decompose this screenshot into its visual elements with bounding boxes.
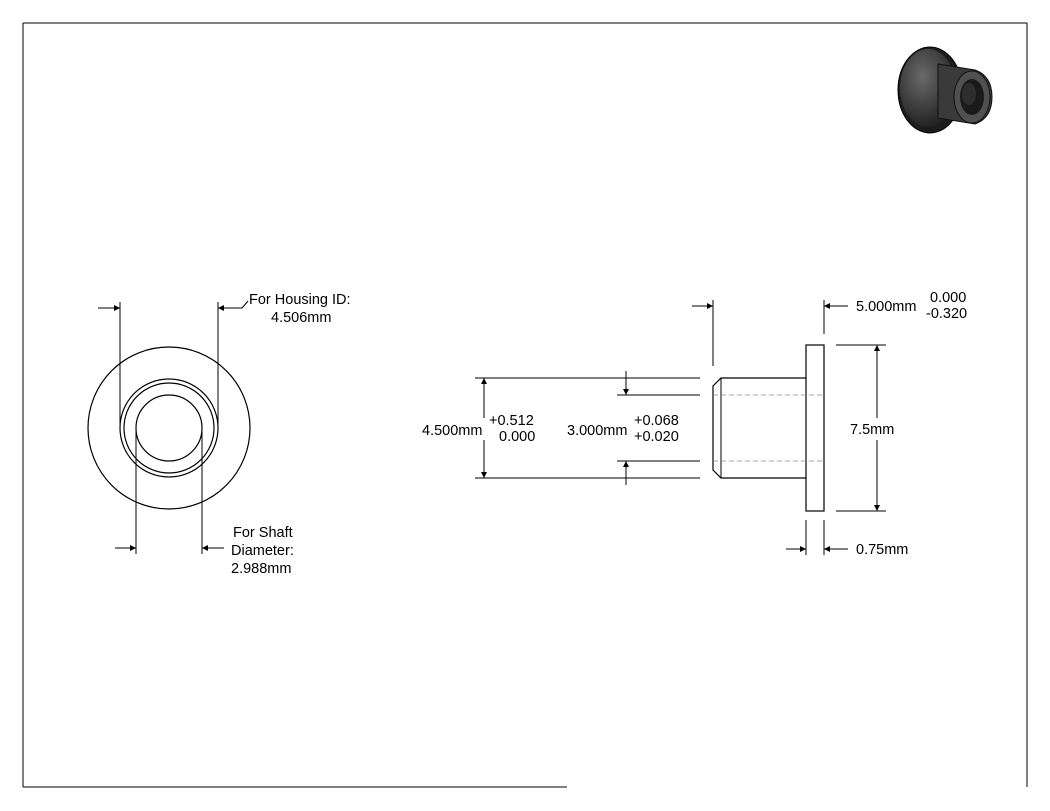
housing-id-label: For Housing ID: — [249, 292, 351, 308]
flange-outline — [805, 344, 825, 512]
front-view — [87, 300, 251, 554]
outer-diameter-value: 4.500mm — [422, 423, 482, 439]
outer-diameter-tol-lower: 0.000 — [499, 429, 535, 445]
bore-chamfer-circle — [123, 382, 215, 474]
housing-id-value: 4.506mm — [271, 310, 331, 326]
shaft-diameter-label-2: Diameter: — [231, 543, 294, 559]
shaft-diameter-label: For Shaft — [233, 525, 293, 541]
outer-diameter-tol-upper: +0.512 — [489, 413, 534, 429]
inner-diameter-value: 3.000mm — [567, 423, 627, 439]
inner-diameter-tol-lower: +0.020 — [634, 429, 679, 445]
flange-thickness-tol-upper: 0.000 — [930, 290, 966, 306]
sleeve-outline — [712, 377, 806, 479]
flange-thickness-tol-lower: -0.320 — [926, 306, 967, 322]
flange-thickness-value: 5.000mm — [856, 299, 916, 315]
flange-width-value: 0.75mm — [856, 542, 908, 558]
side-view — [475, 300, 886, 555]
inner-diameter-tol-upper: +0.068 — [634, 413, 679, 429]
housing-circle — [119, 378, 219, 478]
flange-diameter-value: 7.5mm — [850, 422, 894, 438]
isometric-part-image — [897, 46, 993, 134]
flange-outer-circle — [87, 346, 251, 510]
shaft-diameter-value: 2.988mm — [231, 561, 291, 577]
shaft-bore-circle — [135, 394, 203, 462]
sheet-border — [22, 22, 1028, 788]
